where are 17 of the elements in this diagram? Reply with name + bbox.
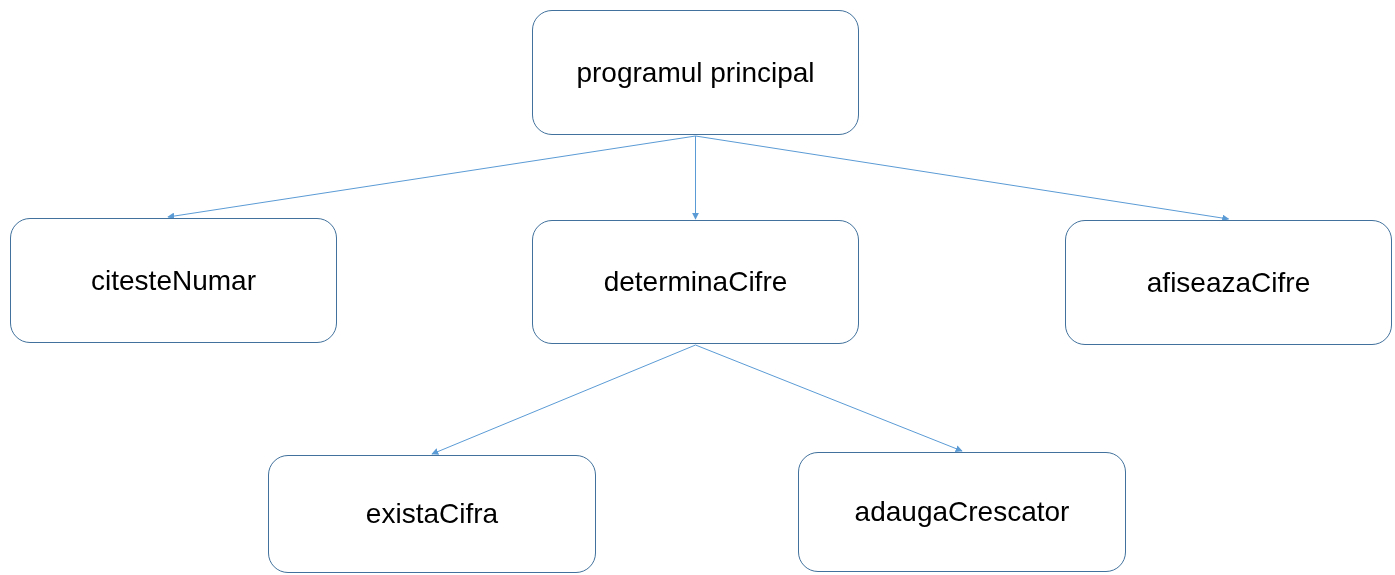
process-box xyxy=(532,10,859,135)
arrow xyxy=(695,344,963,452)
box-label: determinaCifre xyxy=(603,266,788,298)
arrow xyxy=(167,135,696,220)
box-label: citesteNumar xyxy=(91,264,256,297)
process-box xyxy=(10,218,337,343)
process-box xyxy=(532,220,859,344)
arrow xyxy=(692,135,699,220)
process-box xyxy=(798,452,1126,572)
arrow xyxy=(431,344,696,455)
arrow xyxy=(695,135,1230,222)
box-label: adaugaCrescator xyxy=(854,496,1070,528)
box-label: existaCifra xyxy=(365,498,499,530)
box-label: afiseazaCifre xyxy=(1146,266,1311,299)
box-label: programul principal xyxy=(576,56,815,89)
process-box xyxy=(1065,220,1392,345)
process-box xyxy=(268,455,596,573)
